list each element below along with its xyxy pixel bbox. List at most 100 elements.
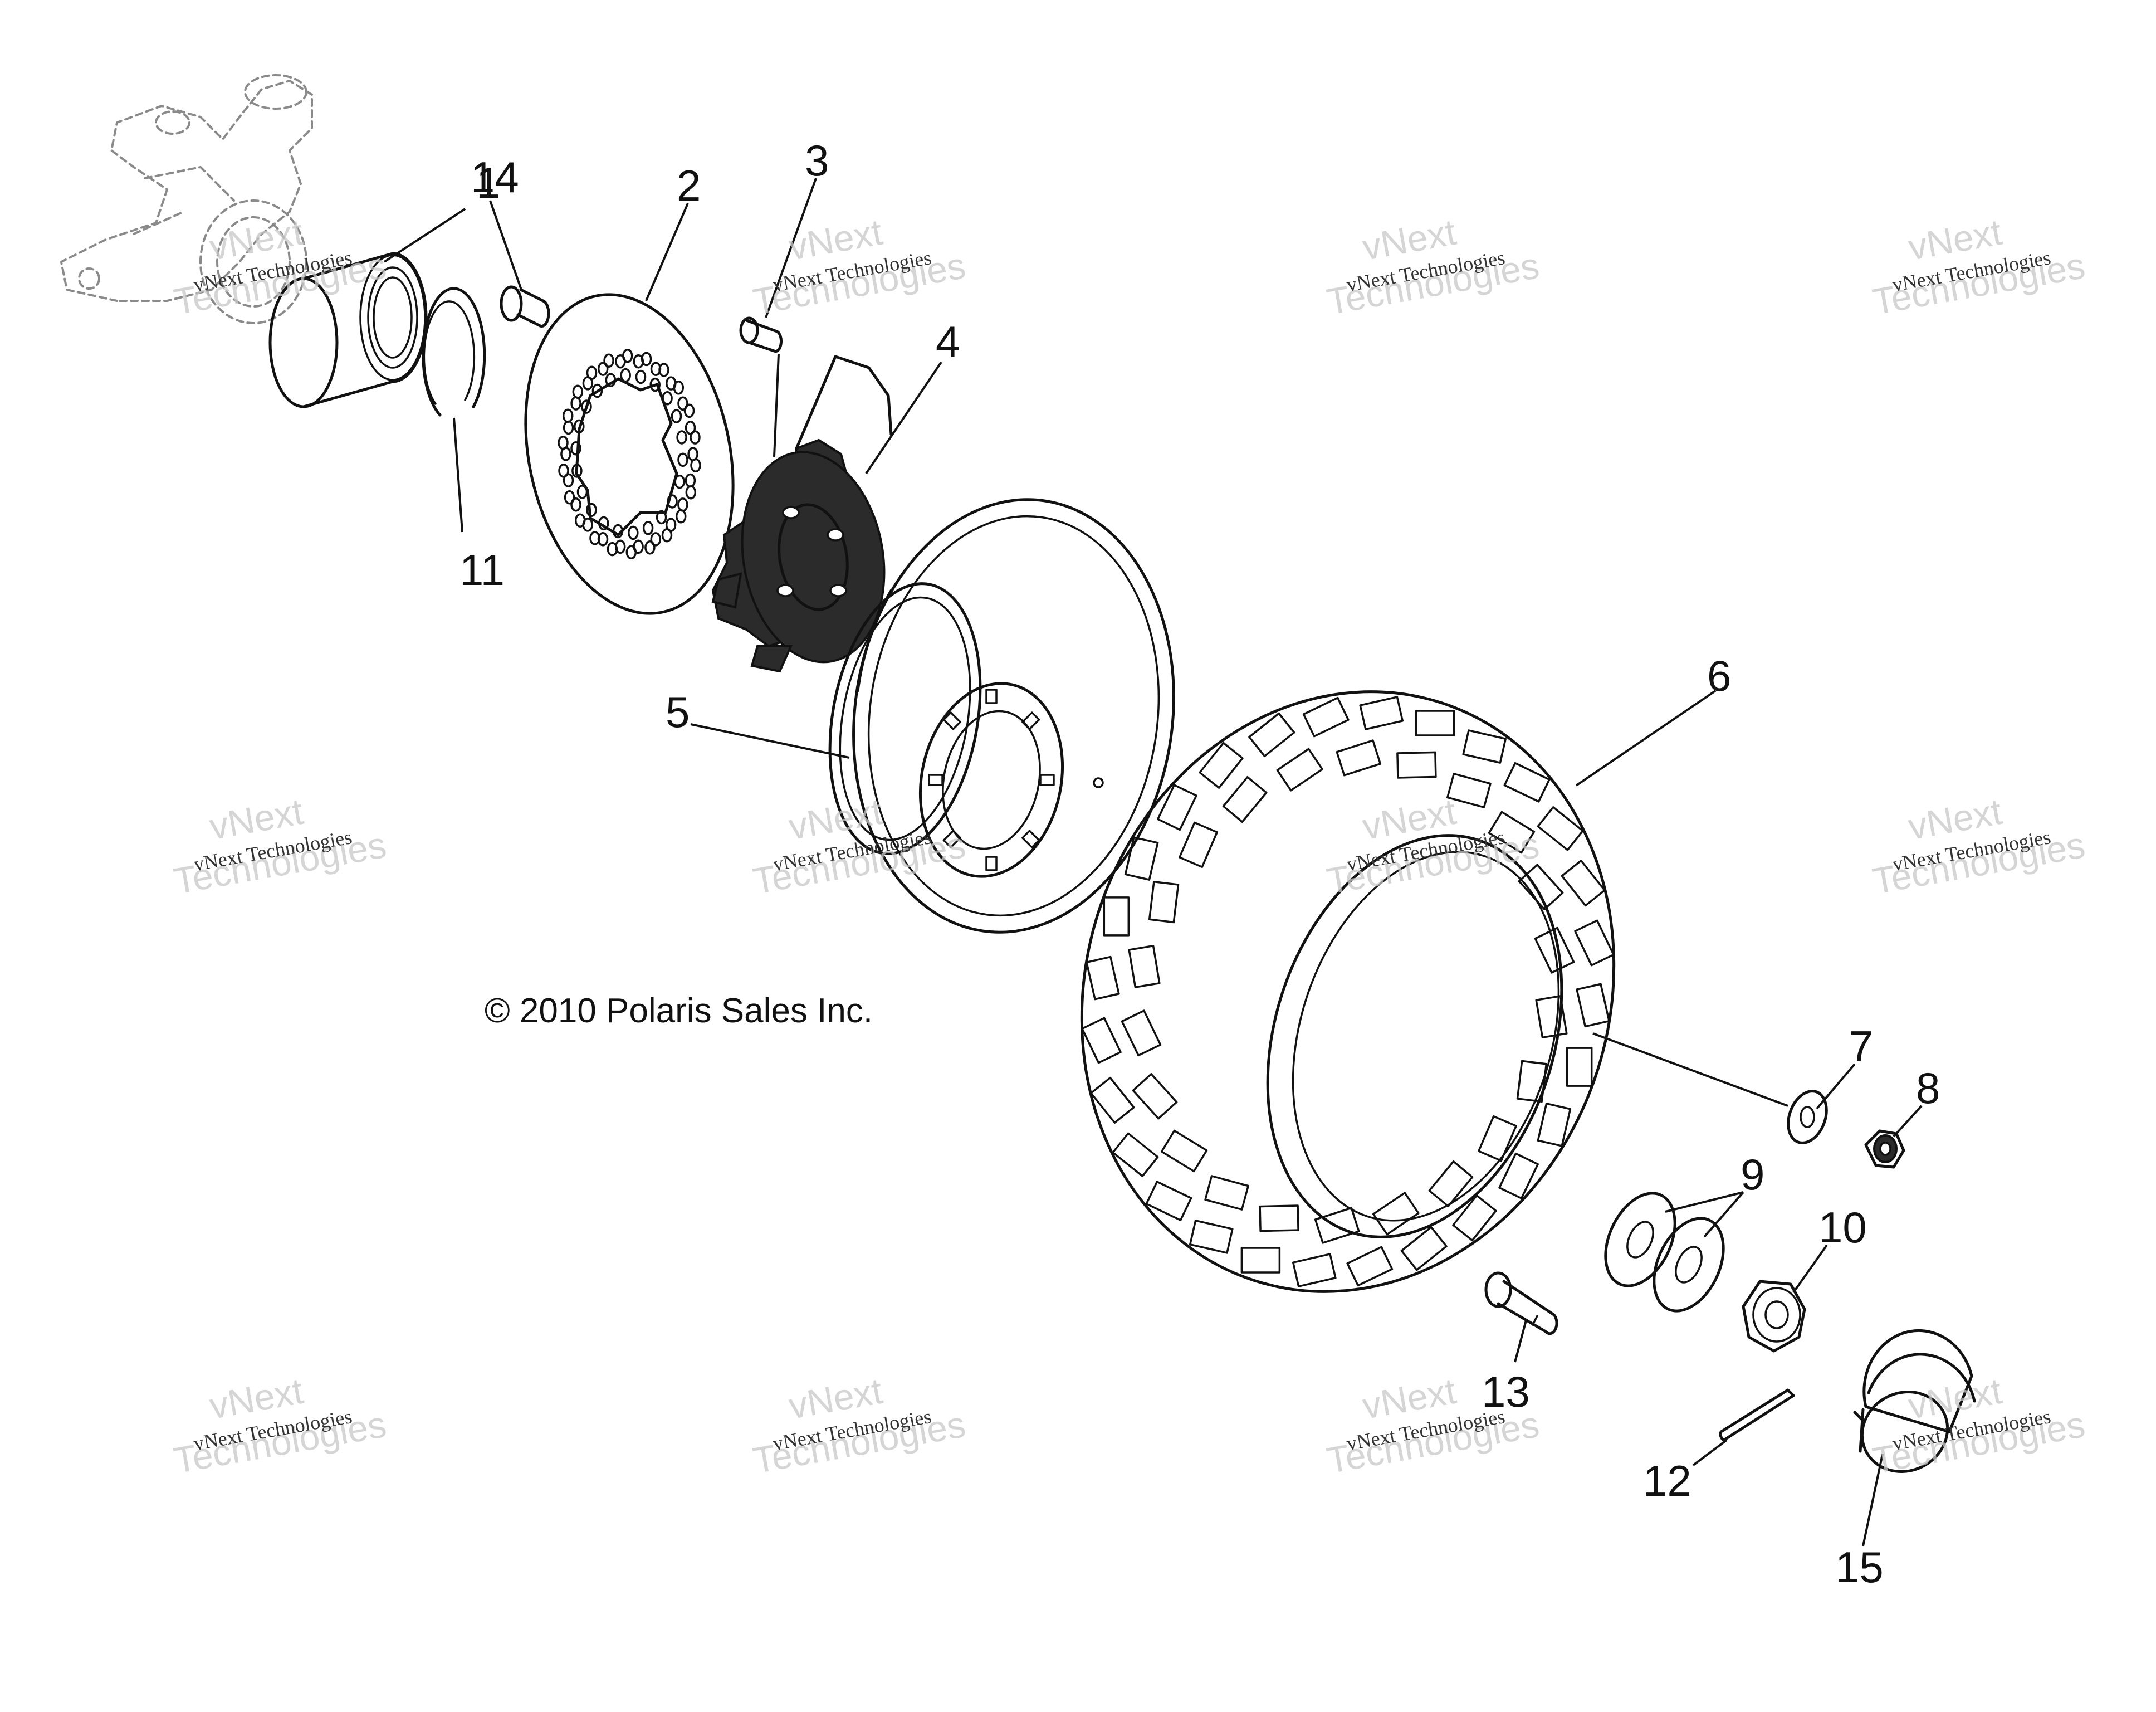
washer-7 bbox=[1787, 1090, 1828, 1144]
disc-hole bbox=[685, 473, 696, 488]
tread-block bbox=[1576, 983, 1610, 1028]
rim-lug-hole bbox=[942, 830, 961, 848]
tread-block bbox=[1503, 762, 1551, 803]
tread-block bbox=[1478, 1115, 1517, 1162]
brake-disc bbox=[524, 293, 735, 615]
callout-9: 9 bbox=[1741, 1150, 1764, 1199]
disc-hole bbox=[667, 494, 678, 509]
disc-hole bbox=[661, 528, 673, 543]
tread-block bbox=[1346, 1246, 1394, 1287]
callout-15: 15 bbox=[1835, 1543, 1884, 1592]
tread-block bbox=[1276, 748, 1323, 792]
tread-block bbox=[1132, 1073, 1178, 1120]
tread-block bbox=[1259, 1204, 1299, 1232]
tread-block bbox=[1400, 1226, 1448, 1271]
tread-block bbox=[1566, 1047, 1593, 1087]
disc-hole bbox=[658, 363, 669, 377]
snap-ring bbox=[422, 287, 486, 417]
disc-hole bbox=[612, 524, 624, 539]
nut-8 bbox=[1864, 1129, 1905, 1169]
disc-hole bbox=[576, 485, 588, 499]
tread-block bbox=[1428, 1160, 1474, 1207]
leader-lines bbox=[383, 178, 1923, 1547]
disc-hole bbox=[571, 464, 583, 478]
tread-block bbox=[1488, 811, 1536, 854]
wheel-hub bbox=[711, 355, 893, 673]
tread-block bbox=[1204, 1175, 1249, 1211]
tread-block bbox=[1157, 784, 1197, 831]
tread-block bbox=[1574, 919, 1615, 967]
disc-hole bbox=[685, 485, 697, 500]
wheel-bearing bbox=[268, 252, 428, 408]
tread-block bbox=[1446, 773, 1492, 808]
rim-lug-hole bbox=[1021, 711, 1040, 730]
disc-hole bbox=[650, 532, 662, 547]
tread-block bbox=[1086, 955, 1120, 1001]
callout-13: 13 bbox=[1482, 1367, 1530, 1416]
tread-block bbox=[1199, 742, 1244, 789]
callout-8: 8 bbox=[1916, 1064, 1940, 1113]
disc-hole bbox=[563, 420, 574, 435]
disc-hole bbox=[628, 525, 639, 540]
washers-9 bbox=[1604, 1192, 1725, 1313]
disc-hole bbox=[644, 540, 656, 555]
tread-block bbox=[1396, 751, 1437, 779]
disc-hole bbox=[662, 391, 673, 406]
tread-block bbox=[1128, 944, 1161, 988]
disc-hole bbox=[674, 474, 685, 489]
tread-block bbox=[1148, 880, 1180, 924]
rim-lug-hole bbox=[1039, 774, 1055, 786]
disc-hole bbox=[558, 464, 569, 478]
tread-block bbox=[1112, 1132, 1159, 1177]
tread-block bbox=[1518, 864, 1564, 910]
disc-hole bbox=[558, 435, 569, 450]
tread-block bbox=[1336, 739, 1382, 777]
callout-10: 10 bbox=[1818, 1203, 1867, 1252]
rim-lug-hole bbox=[985, 856, 998, 871]
tread-block bbox=[1534, 926, 1575, 974]
tread-block bbox=[1248, 712, 1295, 758]
callout-labels: 1 2 3 4 5 6 7 8 9 10 11 12 13 14 15 bbox=[459, 136, 1940, 1592]
tread-block bbox=[1561, 860, 1606, 907]
tread-block bbox=[1537, 1103, 1572, 1147]
tread-block bbox=[1302, 696, 1350, 738]
tire bbox=[1080, 690, 1616, 1293]
disc-hole bbox=[642, 521, 654, 535]
disc-hole bbox=[562, 408, 574, 423]
disc-hole bbox=[635, 369, 647, 384]
disc-hole bbox=[570, 441, 581, 456]
disc-hole bbox=[675, 509, 687, 524]
hub-cap bbox=[1853, 1329, 1976, 1473]
tread-block bbox=[1121, 1009, 1162, 1057]
bolt-13 bbox=[1484, 1271, 1558, 1335]
disc-hole bbox=[677, 497, 688, 512]
disc-hole bbox=[622, 348, 633, 363]
callout-5: 5 bbox=[666, 687, 690, 736]
callout-6: 6 bbox=[1707, 651, 1731, 700]
disc-hole bbox=[607, 542, 618, 557]
rim-lug-hole bbox=[942, 711, 961, 730]
disc-hole bbox=[656, 510, 667, 525]
bolt-3 bbox=[739, 316, 783, 353]
callout-12: 12 bbox=[1643, 1456, 1691, 1505]
disc-hole bbox=[564, 490, 575, 505]
wheel-rim bbox=[828, 498, 1175, 934]
disc-hole bbox=[598, 516, 609, 531]
disc-hole bbox=[673, 381, 685, 395]
callout-7: 7 bbox=[1849, 1022, 1873, 1071]
disc-hole bbox=[586, 503, 597, 517]
disc-hole bbox=[603, 353, 614, 368]
disc-hole bbox=[605, 373, 617, 387]
disc-hole bbox=[589, 531, 600, 545]
rim-lug-hole bbox=[1021, 830, 1040, 848]
